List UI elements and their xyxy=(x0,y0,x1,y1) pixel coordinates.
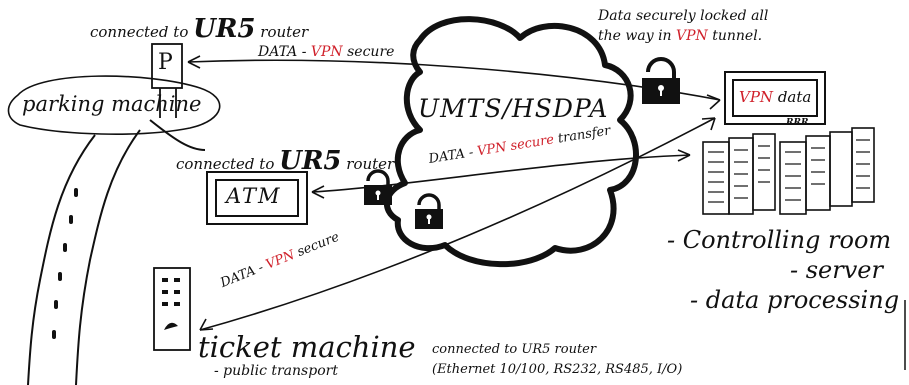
atm-ur5-text: UR5 xyxy=(279,146,342,176)
padlock-icon xyxy=(642,57,680,104)
locked-line-2b: tunnel. xyxy=(707,28,763,44)
parking-router-label: connected to UR5 router xyxy=(90,14,308,44)
monitor-text: VPN data xyxy=(739,88,811,106)
data-prefix-1: DATA - xyxy=(258,44,311,60)
parking-router-text: router xyxy=(255,23,309,41)
atm-icon xyxy=(206,171,308,225)
locked-caption: Data securely locked all the way in VPN … xyxy=(598,6,768,46)
padlock-icon xyxy=(364,169,392,205)
secure-1: secure xyxy=(342,44,395,60)
server-rack-vents xyxy=(708,139,870,203)
parking-machine-label: parking machine xyxy=(22,92,202,116)
screen-vpn: VPN xyxy=(739,88,774,106)
parking-machine-icon xyxy=(151,43,183,118)
rack-label: RRR xyxy=(786,118,809,128)
road-dashes xyxy=(52,188,78,339)
locked-vpn: VPN xyxy=(676,28,708,44)
ticket-ports-label: (Ethernet 10/100, RS232, RS485, I/O) xyxy=(432,362,683,377)
connection-arrows xyxy=(187,55,721,331)
locked-line-2a: the way in xyxy=(598,28,677,44)
locked-line-1: Data securely locked all xyxy=(598,8,769,24)
data-label-parking: DATA - VPN secure xyxy=(258,44,394,60)
ticket-machine-buttons xyxy=(162,278,180,330)
ticket-machine-icon xyxy=(153,267,191,351)
public-transport-label: - public transport xyxy=(214,363,338,379)
atm-connected-text: connected to xyxy=(176,155,280,173)
control-room-label: - Controlling room xyxy=(667,226,892,254)
cloud-label: UMTS/HSDPA xyxy=(418,94,609,123)
parking-connected-text: connected to xyxy=(90,23,194,41)
vpn-1: VPN xyxy=(310,44,343,60)
data-processing-label: - data processing xyxy=(690,286,900,314)
cloud-shape xyxy=(384,16,639,268)
atm-router-label: connected to UR5 router xyxy=(176,146,394,176)
atm-router-text: router xyxy=(341,155,395,173)
server-label: - server xyxy=(790,256,883,284)
server-rack-icon xyxy=(702,127,875,215)
parking-bubble xyxy=(7,75,221,135)
ticket-machine-label: ticket machine xyxy=(198,330,416,364)
ticket-router-label: connected to UR5 router xyxy=(432,342,597,357)
atm-label: ATM xyxy=(226,184,282,208)
road-shape xyxy=(27,119,206,385)
padlock-icon xyxy=(415,193,443,229)
parking-icon-letter: P xyxy=(158,50,173,75)
locked-line-2: the way in VPN tunnel. xyxy=(598,26,768,46)
parking-ur5-text: UR5 xyxy=(193,14,256,44)
monitor-icon xyxy=(724,71,826,125)
screen-data: data xyxy=(773,88,812,106)
